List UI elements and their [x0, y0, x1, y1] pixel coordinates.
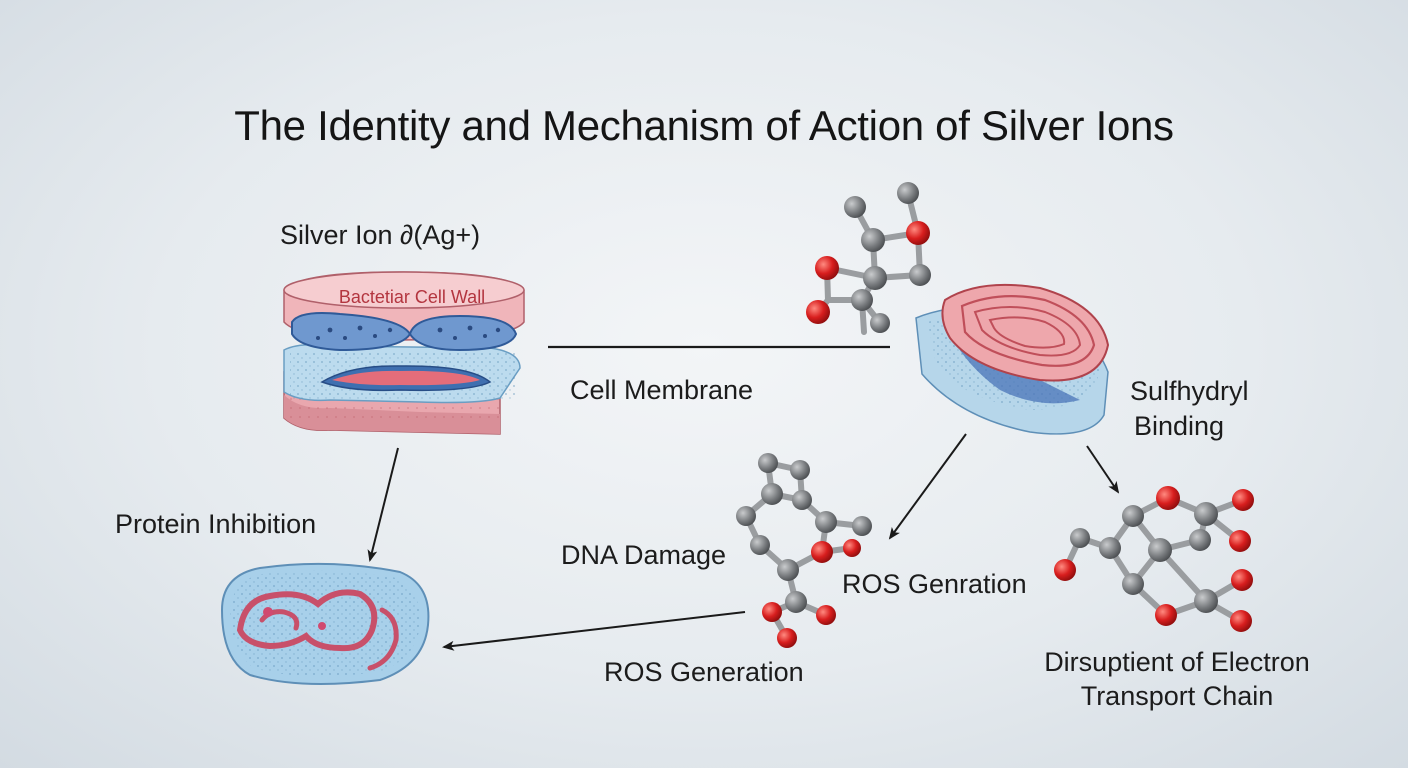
arrow-to-protein — [367, 447, 399, 562]
bacterial-cell-wall-illustration: Bactetiar Cell Wall — [283, 271, 525, 435]
sulfhydryl-label-line1: Sulfhydryl — [1130, 376, 1249, 406]
molecule-right-atoms — [1054, 486, 1254, 632]
mitochondria-membrane-illustration — [915, 283, 1110, 435]
molecule-top-atoms — [806, 182, 931, 333]
dna-damage-label: DNA Damage — [561, 540, 727, 570]
cell-membrane-label: Cell Membrane — [570, 375, 754, 405]
protein-cell-illustration — [220, 562, 430, 685]
molecule-center-atoms — [736, 453, 872, 648]
electron-chain-label-line1: Dirsuptient of Electron — [1044, 647, 1310, 677]
diagram-title: The Identity and Mechanism of Action of … — [234, 102, 1174, 149]
ros-genration-label: ROS Genration — [842, 569, 1027, 599]
electron-chain-label-line2: Transport Chain — [1080, 681, 1274, 711]
protein-inhibition-label: Protein Inhibition — [115, 509, 317, 539]
arrow-to-ros — [888, 433, 967, 540]
ros-generation-label: ROS Generation — [604, 657, 804, 687]
arrow-to-electron-chain — [1086, 445, 1120, 494]
sulfhydryl-label-line2: Binding — [1134, 411, 1225, 441]
silver-ion-label: Silver Ion ∂(Ag+) — [280, 220, 481, 250]
cell-wall-label: Bactetiar Cell Wall — [339, 287, 485, 307]
connector-lines — [367, 345, 1120, 651]
arrow-ros-to-cell — [442, 611, 746, 651]
